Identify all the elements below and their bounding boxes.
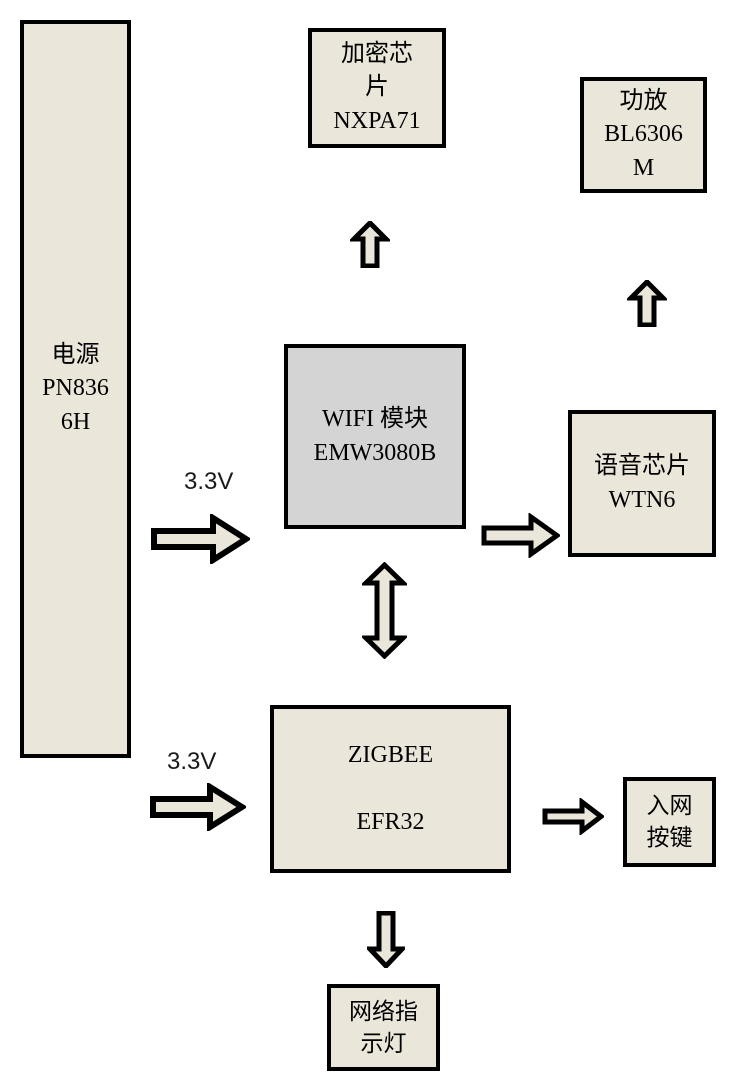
arrow-vertical-double-wifi-zigbee-icon [362,562,407,659]
block-power: 电源 PN836 6H [20,20,131,758]
arrow-down-zigbee-to-indicator-icon [367,911,405,968]
arrow-up-wifi-to-crypto-icon [350,221,390,268]
arrow-right-zigbee-to-join-icon [542,798,604,835]
arrow-right-power-to-zigbee-icon [149,783,246,831]
arrow-up-voice-to-amp-icon [627,280,667,327]
arrow-right-wifi-to-voice-icon [481,513,560,558]
block-voice-chip: 语音芯片 WTN6 [568,410,716,557]
block-join-network-button: 入网 按键 [623,777,716,867]
arrow-right-power-to-wifi-icon [150,514,250,564]
voltage-label-power-to-wifi: 3.3V [184,468,234,495]
block-amplifier: 功放 BL6306 M [580,77,707,193]
voltage-label-power-to-zigbee: 3.3V [167,748,217,775]
block-wifi-module: WIFI 模块 EMW3080B [284,344,466,529]
block-network-indicator-light: 网络指 示灯 [327,984,440,1071]
block-zigbee: ZIGBEE EFR32 [270,705,511,873]
block-crypto-chip: 加密芯 片 NXPA71 [308,28,446,148]
